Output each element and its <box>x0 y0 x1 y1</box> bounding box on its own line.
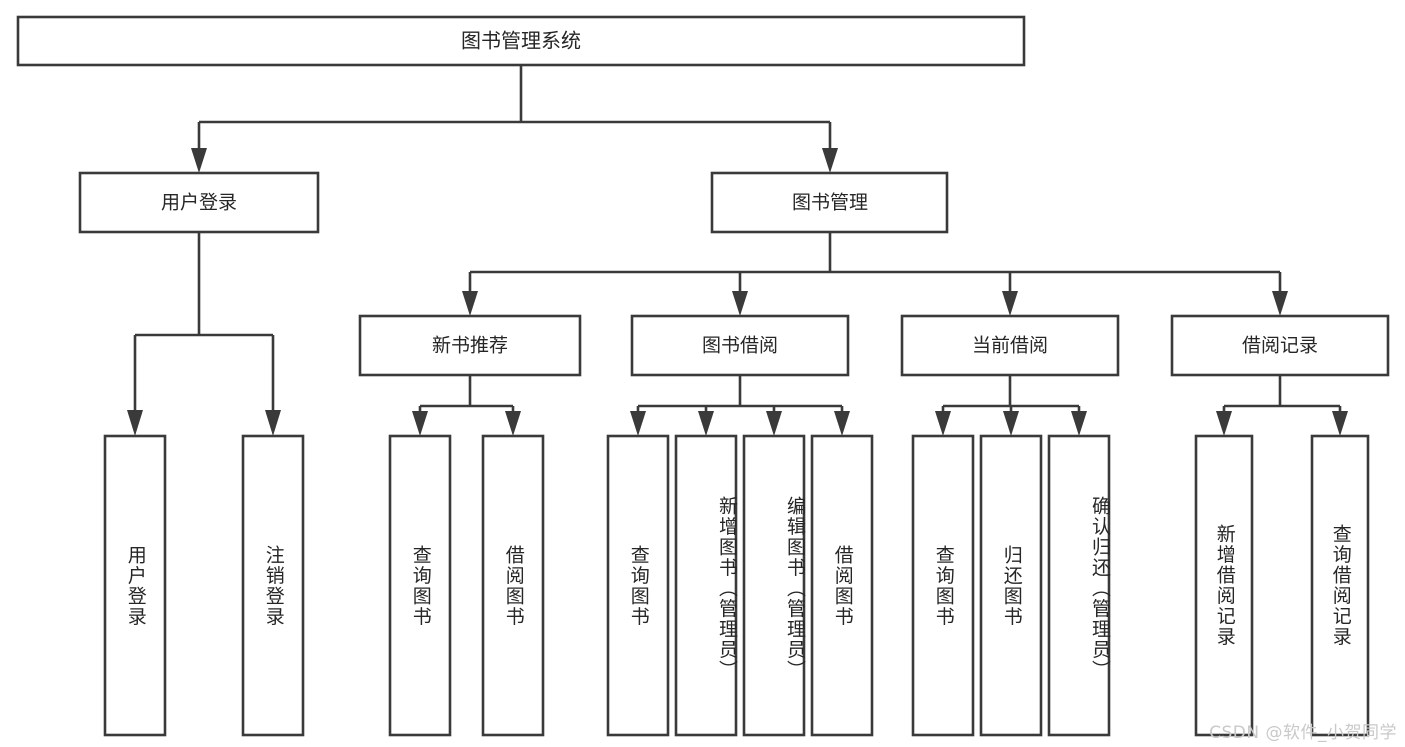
node-new-book-recommend-label: 新书推荐 <box>432 335 508 357</box>
node-root-system[interactable]: 图书管理系统 <box>16 15 1026 67</box>
arrow-head-icon <box>1272 291 1288 316</box>
node-leaf-logout-box[interactable] <box>241 434 305 737</box>
node-leaf-borrow-book-box[interactable] <box>810 434 874 737</box>
node-user-login[interactable]: 用户登录 <box>78 171 320 234</box>
node-root-box[interactable] <box>16 15 1026 67</box>
node-book-borrow-box[interactable] <box>630 314 850 377</box>
arrow-head-icon <box>412 411 428 436</box>
arrow-head-icon <box>1003 411 1019 436</box>
node-borrow-record-box[interactable] <box>1170 314 1390 377</box>
node-leaf-edit-book-admin-box[interactable] <box>742 434 806 737</box>
arrow-head-icon <box>935 411 951 436</box>
node-leaf-query-book-current-box[interactable] <box>911 434 975 737</box>
connector-new-book-rec-to-leaves <box>412 375 521 436</box>
arrow-head-icon <box>1216 411 1232 436</box>
node-new-book-recommend[interactable]: 新书推荐 <box>358 314 582 377</box>
arrow-head-icon <box>834 411 850 436</box>
connector-root-to-level2 <box>191 65 838 173</box>
node-book-management-label: 图书管理 <box>792 192 868 214</box>
arrow-head-icon <box>265 410 281 436</box>
connector-user-login-to-leaves <box>127 232 281 436</box>
arrow-head-icon <box>127 410 143 436</box>
node-leaf-return-book-box[interactable] <box>979 434 1043 737</box>
node-current-borrow-label: 当前借阅 <box>972 335 1048 357</box>
csdn-watermark: CSDN @软件_小贺同学 <box>1209 723 1397 743</box>
node-user-login-label: 用户登录 <box>161 192 237 214</box>
connector-current-borrow-to-leaves <box>935 375 1087 436</box>
arrow-head-icon <box>191 148 207 173</box>
connector-book-borrow-to-leaves <box>630 375 850 436</box>
connector-book-mgmt-to-level3 <box>462 232 1288 316</box>
node-book-management[interactable]: 图书管理 <box>710 171 949 234</box>
node-leaf-confirm-return-admin-box[interactable] <box>1047 434 1111 737</box>
arrow-head-icon <box>732 291 748 316</box>
arrow-head-icon <box>1071 411 1087 436</box>
arrow-head-icon <box>1332 411 1348 436</box>
node-leaf-user-login-box[interactable] <box>103 434 167 737</box>
connector-borrow-record-to-leaves <box>1216 375 1348 436</box>
node-book-management-box[interactable] <box>710 171 949 234</box>
node-new-book-recommend-box[interactable] <box>358 314 582 377</box>
arrow-head-icon <box>1002 291 1018 316</box>
node-leaf-add-borrow-record-box[interactable] <box>1194 434 1254 737</box>
node-leaf-query-borrow-record-box[interactable] <box>1310 434 1370 737</box>
node-current-borrow-box[interactable] <box>900 314 1120 377</box>
node-user-login-box[interactable] <box>78 171 320 234</box>
arrow-head-icon <box>630 411 646 436</box>
arrow-head-icon <box>462 291 478 316</box>
arrow-head-icon <box>698 411 714 436</box>
node-book-borrow-label: 图书借阅 <box>702 335 778 357</box>
node-leaf-query-book-rec-box[interactable] <box>388 434 452 737</box>
arrow-head-icon <box>822 148 838 173</box>
node-leaf-query-book-borrow-box[interactable] <box>606 434 670 737</box>
node-leaf-add-book-admin-box[interactable] <box>674 434 738 737</box>
arrow-head-icon <box>505 411 521 436</box>
node-book-borrow[interactable]: 图书借阅 <box>630 314 850 377</box>
node-current-borrow[interactable]: 当前借阅 <box>900 314 1120 377</box>
node-borrow-record[interactable]: 借阅记录 <box>1170 314 1390 377</box>
node-borrow-record-label: 借阅记录 <box>1242 335 1318 357</box>
arrow-head-icon <box>766 411 782 436</box>
node-root-label: 图书管理系统 <box>461 29 581 53</box>
node-leaf-borrow-book-rec-box[interactable] <box>481 434 545 737</box>
leaf-node-boxes <box>103 434 1370 737</box>
